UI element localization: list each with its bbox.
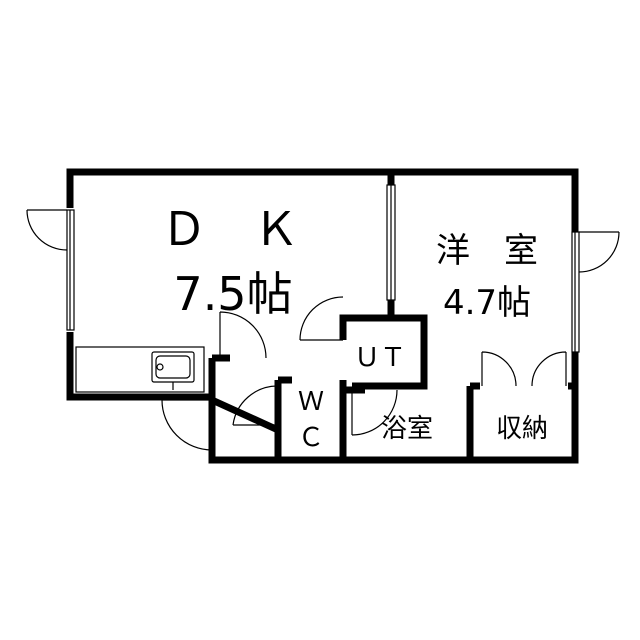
door-swings: [26, 209, 620, 451]
room-name-wc-line2: Ｃ: [298, 423, 324, 453]
room-name-dk: Ｄ Ｋ: [161, 202, 299, 256]
entrance-door-left: [26, 209, 68, 251]
balcony-door-right: [578, 231, 620, 273]
room-size-dk: 7.5帖: [173, 267, 292, 321]
room-name-bath: 浴室: [381, 414, 433, 444]
wc-door: [232, 385, 279, 426]
room-name-western: 洋 室: [436, 231, 538, 271]
storage-door-left: [481, 351, 517, 387]
interior-walls: [208, 172, 575, 460]
windows: [66, 184, 580, 353]
storage-door-right: [531, 351, 567, 387]
entry-door: [161, 399, 213, 451]
room-name-ut: ＵＴ: [354, 343, 406, 373]
bath-door: [351, 389, 398, 436]
kitchen-counter: [75, 346, 205, 393]
ut-door: [299, 296, 344, 341]
room-name-wc-line1: Ｗ: [298, 387, 324, 417]
room-size-western: 4.7帖: [443, 283, 531, 323]
dk-door: [219, 311, 267, 359]
outer-walls: [66, 168, 579, 464]
room-name-storage: 収納: [496, 414, 548, 444]
